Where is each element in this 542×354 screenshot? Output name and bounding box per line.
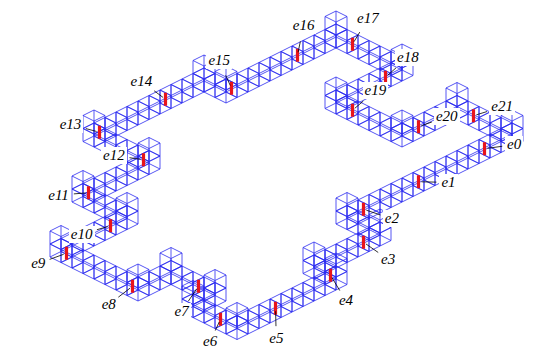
edge-label: e6 [201,333,219,350]
dual-edge [417,120,420,133]
edge-label: e13 [58,116,84,133]
dual-edge [417,175,420,188]
leader-line [188,289,196,301]
leader-line [366,244,378,253]
dual-edge [362,236,365,249]
leader-line [97,227,108,230]
edge-label: e12 [101,147,127,164]
edge-label: e17 [355,10,381,27]
leader-line [421,122,432,126]
cube-wireframes [50,11,523,340]
dual-edge [230,82,233,95]
leader-line [354,32,360,42]
dual-edge [164,93,167,106]
dual-edge [483,142,486,155]
dual-edge [98,126,101,139]
edge-label: e4 [337,292,355,309]
leader-line [366,210,380,215]
dual-edge [351,38,354,51]
dual-edge [109,219,112,232]
leader-line [118,288,130,297]
leader-line [226,75,231,85]
edge-label: e16 [291,17,317,34]
dual-edge [351,104,354,117]
leader-line [388,68,396,75]
edge-label: e11 [46,187,71,204]
dual-edge [329,269,332,282]
leader-line [215,322,219,331]
dual-edge [65,247,68,260]
edge-label: e5 [267,330,285,347]
dual-edge [197,280,200,293]
edge-label: e10 [69,226,95,243]
edge-label: e2 [383,210,401,227]
leader-line [476,112,487,115]
leader-line [421,181,436,182]
edge-label: e14 [129,73,155,90]
cube-wireframe [83,110,105,134]
leader-line [74,192,86,194]
edge-label: e0 [505,136,523,153]
edge-label: e20 [434,108,460,125]
leader-line [275,311,276,326]
leader-line [332,278,340,291]
dual-edge [87,186,90,199]
leader-line [86,129,97,132]
dual-edge [219,313,222,326]
edge-label: e9 [29,255,47,272]
edge-label: e8 [100,296,118,313]
dual-edges [67,38,485,326]
leader-line [355,101,364,108]
cube-wireframe [314,30,336,54]
leader-lines [50,32,503,330]
leader-line [487,146,502,148]
edge-label: e15 [206,52,232,69]
dual-edge [131,280,134,293]
edge-label: e18 [395,49,421,66]
edge-label: e3 [379,251,397,268]
edge-label: e1 [439,174,457,191]
leader-line [298,41,300,52]
dual-edge [472,109,475,122]
leader-line [50,254,64,259]
leader-line [129,158,140,160]
edge-label: e21 [489,98,515,115]
edge-label: e19 [363,82,389,99]
dual-edge [362,203,365,216]
leader-line [154,91,163,98]
edge-label: e7 [172,303,190,320]
dual-edge [142,153,145,166]
